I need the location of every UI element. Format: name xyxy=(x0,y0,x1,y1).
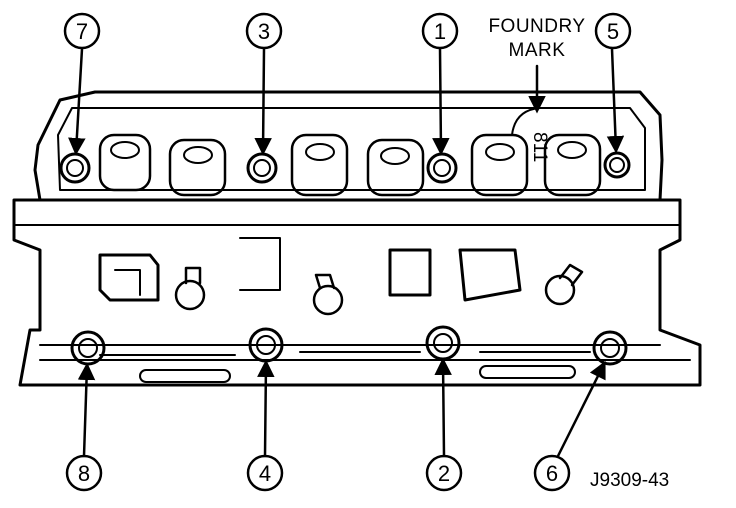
head-bolt-3 xyxy=(246,152,278,184)
figure-id: J9309-43 xyxy=(590,470,669,491)
foundry-mark-label-line1: FOUNDRY xyxy=(488,16,585,37)
callout-5: 5 xyxy=(594,12,632,50)
callout-1: 1 xyxy=(421,12,459,50)
valve-spring xyxy=(290,133,349,197)
valve-spring xyxy=(168,138,227,197)
valve-spring xyxy=(98,133,152,192)
valve-spring xyxy=(470,133,529,197)
spark-plug xyxy=(544,263,584,306)
callout-3: 3 xyxy=(245,12,283,50)
svg-text:811: 811 xyxy=(529,132,550,162)
callout-7: 7 xyxy=(63,12,101,50)
valve-spring xyxy=(366,138,425,197)
spark-plug xyxy=(312,273,344,316)
head-bolt-5 xyxy=(603,151,631,179)
callout-6: 6 xyxy=(533,454,571,492)
svg-text:8: 8 xyxy=(78,461,90,486)
callout-2: 2 xyxy=(425,454,463,492)
head-bolt-7 xyxy=(59,152,91,184)
head-bolt-1 xyxy=(426,152,458,184)
svg-text:5: 5 xyxy=(607,19,619,44)
svg-text:4: 4 xyxy=(259,461,271,486)
svg-text:1: 1 xyxy=(434,19,446,44)
svg-text:2: 2 xyxy=(438,461,450,486)
leader-lines xyxy=(68,47,625,458)
callout-8: 8 xyxy=(65,454,103,492)
spark-plug xyxy=(174,266,206,311)
valve-spring xyxy=(543,133,602,197)
head-bolt-2 xyxy=(425,325,461,361)
svg-text:7: 7 xyxy=(76,19,88,44)
callout-4: 4 xyxy=(246,454,284,492)
head-bolt-6 xyxy=(592,330,628,366)
foundry-mark-label-line2: MARK xyxy=(509,40,566,61)
svg-text:6: 6 xyxy=(546,461,558,486)
cylinder-head-illustration: 811 xyxy=(12,90,702,387)
svg-text:3: 3 xyxy=(258,19,270,44)
